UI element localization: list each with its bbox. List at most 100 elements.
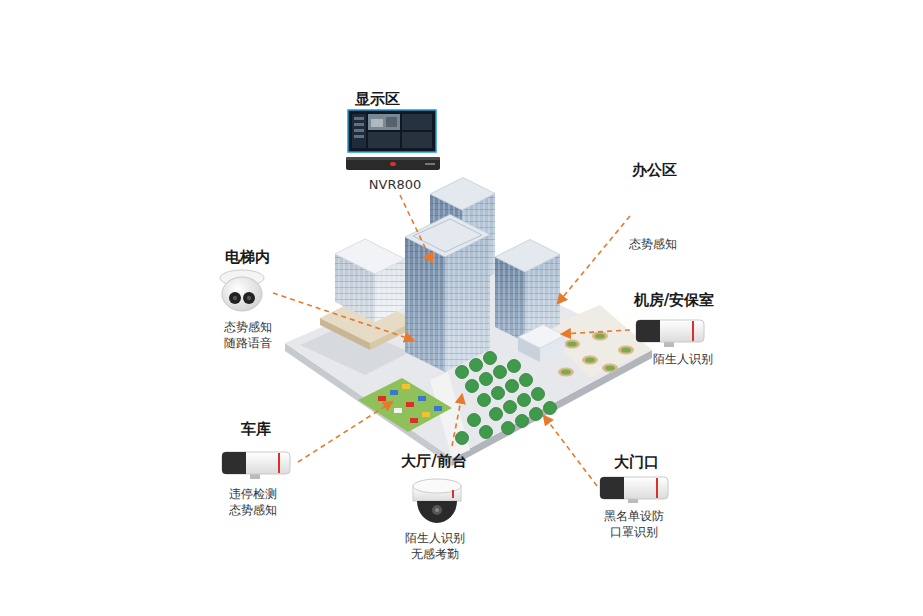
trees-part [532, 388, 545, 401]
parking-lot-part [406, 402, 414, 407]
plaza-planters-part [561, 369, 571, 374]
trees-part [456, 366, 469, 379]
bullet-camera-icon-part [652, 320, 660, 342]
central-tower-part [405, 237, 445, 372]
trees-part [544, 402, 557, 415]
dome-camera-icon [413, 479, 461, 523]
monitor-icon-part [348, 110, 436, 152]
central-tower-part [445, 235, 490, 373]
camera-location-group: 电梯内态势感知 随路语音 [220, 248, 275, 351]
bullet-camera-icon-part [656, 478, 658, 498]
plaza-planters-part [585, 357, 595, 362]
plaza-planters-part [602, 364, 618, 373]
nvr-icon [346, 157, 440, 170]
dome-camera-icon-part [435, 508, 439, 512]
monitor-icon-part [354, 135, 364, 138]
trees-part [468, 414, 481, 427]
monitor-icon-part [386, 117, 397, 127]
trees [456, 352, 557, 445]
turret-camera-icon-part [222, 277, 262, 311]
bullet-camera-icon-part [600, 477, 668, 499]
camera-location-group: 办公区态势感知 [629, 161, 677, 252]
leader-arrows-part [273, 293, 413, 340]
turret-camera-icon-part [233, 296, 237, 300]
trees-part [494, 366, 507, 379]
monitor-icon-part [402, 132, 432, 148]
nvr-icon-part [346, 157, 440, 170]
trees-part [506, 380, 519, 393]
bullet-camera-icon [222, 452, 290, 479]
bullet-camera-icon-part [278, 453, 280, 473]
monitor-icon [348, 110, 436, 152]
nvr-icon-part [346, 157, 440, 160]
monitor-icon-part [371, 119, 383, 127]
leader-arrows-part [400, 195, 432, 262]
right-building-part [518, 325, 565, 349]
turret-camera-icon [220, 270, 264, 311]
central-tower-part [445, 235, 490, 373]
parking-lot-part [434, 406, 442, 411]
trees-part [516, 415, 529, 428]
camera-location-group: 大厅/前台陌生人识别 无感考勤 [401, 452, 468, 562]
leader-arrows-part [452, 395, 462, 446]
trees-part [490, 408, 503, 421]
leader-arrows-part [562, 330, 630, 334]
camera-location-group: 机房/安保室陌生人识别 [634, 291, 714, 367]
monitor-icon-part [354, 123, 364, 126]
parking-lot-part [410, 418, 418, 423]
trees-part [502, 422, 515, 435]
trees-part [520, 374, 533, 387]
trees-part [470, 359, 483, 372]
monitor-icon-part [368, 132, 400, 148]
camera-location-group: 车库违停检测 态势感知 [225, 420, 280, 518]
bullet-camera-icon [600, 477, 668, 503]
turret-camera-icon-part [247, 296, 251, 300]
bullet-camera-icon-part [636, 320, 704, 342]
central-tower-part [405, 215, 490, 258]
feature-text: 陌生人识别 [653, 351, 713, 367]
right-building-part [495, 240, 560, 273]
feature-text: 态势感知 随路语音 [220, 319, 275, 351]
parking-lot-part [358, 378, 452, 432]
monitor-icon-part [368, 114, 400, 130]
area-heading: 办公区 [632, 161, 677, 180]
parking-lot-part [394, 408, 402, 413]
plaza-planters-part [595, 333, 605, 338]
camera-location-group: 大门口黑名单设防 口罩识别 [600, 453, 667, 540]
central-tower-part [413, 219, 482, 252]
plaza-planters [558, 332, 634, 377]
trees-part [492, 387, 505, 400]
right-building [495, 240, 565, 363]
parking-lot-part [390, 390, 398, 395]
central-tower [405, 215, 490, 373]
parking-lot-part [402, 384, 410, 389]
trees-part [518, 394, 531, 407]
dome-camera-icon-part [417, 501, 457, 523]
parking-lot-part [418, 396, 426, 401]
central-tower-part [405, 237, 445, 372]
left-building [320, 239, 415, 350]
area-heading: 车库 [241, 420, 271, 439]
turret-camera-icon-part [243, 292, 255, 304]
plaza-planters-part [564, 340, 580, 349]
monitor-icon-part [354, 117, 364, 120]
trees-part [466, 380, 479, 393]
leader-arrows-part [544, 416, 597, 486]
trees-part [504, 401, 517, 414]
plaza-planters-part [605, 365, 615, 370]
nvr-icon-part [390, 162, 396, 166]
left-building-part [335, 239, 405, 274]
plaza-planters-part [582, 356, 598, 365]
dome-camera-icon-part [452, 490, 454, 498]
plaza-planters-part [621, 347, 631, 352]
camera-location-group: 显示区NVR800 [355, 90, 422, 193]
trees-part [478, 394, 491, 407]
trees-part [480, 426, 493, 439]
area-heading: 大厅/前台 [401, 452, 466, 471]
nvr-icon-part [425, 163, 435, 165]
plaza-planters-part [558, 368, 574, 377]
area-heading: 显示区 [355, 90, 400, 109]
monitor-icon-part [402, 114, 432, 130]
